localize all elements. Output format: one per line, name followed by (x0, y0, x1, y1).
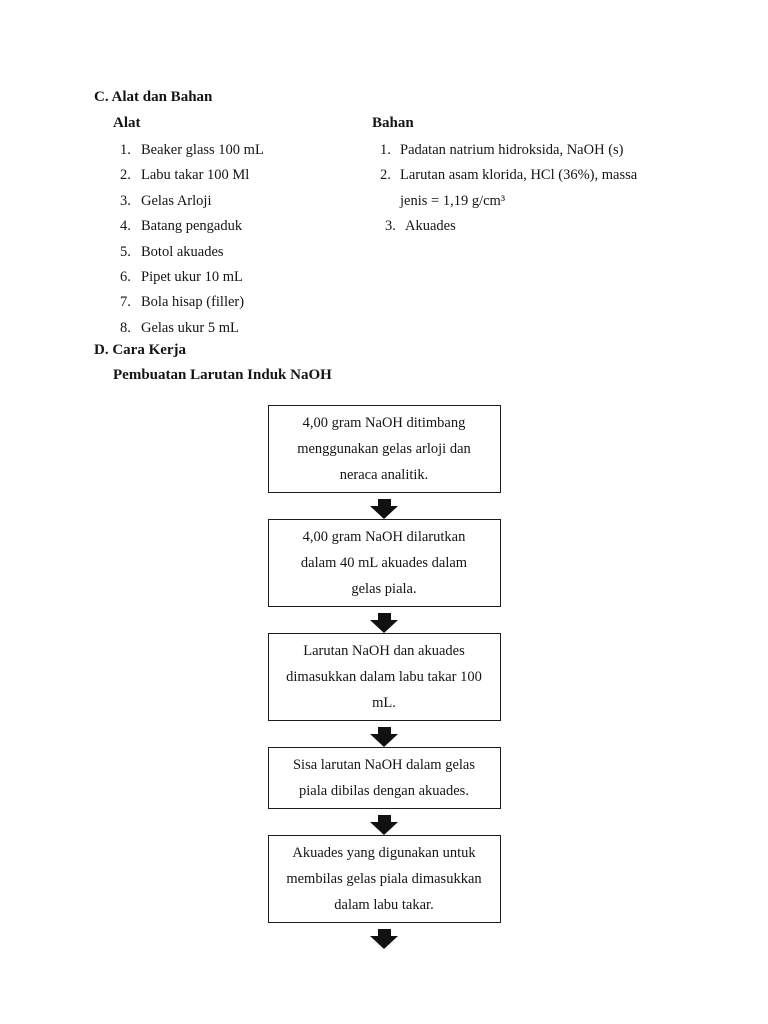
list-label: Labu takar 100 Ml (141, 167, 250, 184)
flow-step-text: menggunakan gelas arloji dan (297, 441, 471, 458)
flow-step-text: neraca analitik. (339, 467, 429, 484)
list-label: Gelas ukur 5 mL (141, 319, 239, 336)
list-item: 1. Padatan natrium hidroksida, NaOH (s) (372, 138, 732, 163)
list-number: 6. (120, 269, 131, 286)
flow-step-text: dimasukkan dalam labu takar 100 (286, 669, 482, 686)
flow-step-4: Sisa larutan NaOH dalam gelas piala dibi… (267, 747, 501, 810)
list-item: 2. Labu takar 100 Ml (113, 163, 372, 188)
flow-step-text: Akuades yang digunakan untuk (292, 845, 476, 862)
alat-bahan-columns: Alat 1. Beaker glass 100 mL 2. Labu takar … (113, 114, 768, 341)
flow-step-text: 4,00 gram NaOH ditimbang (302, 415, 466, 432)
flow-arrow-down-icon (370, 929, 398, 950)
list-label: Batang pengaduk (141, 218, 243, 235)
list-item: 2. Larutan asam klorida, HCl (36%), mass… (372, 163, 732, 214)
list-item: 8. Gelas ukur 5 mL (113, 316, 372, 341)
bahan-heading: Bahan (372, 115, 414, 131)
flow-step-5: Akuades yang digunakan untuk membilas ge… (267, 835, 501, 924)
flow-step-text: Larutan NaOH dan akuades (303, 643, 465, 660)
flow-step-text: dalam 40 mL akuades dalam (300, 555, 468, 572)
list-label: Padatan natrium hidroksida, NaOH (s) (400, 142, 624, 158)
section-heading-alat-dan-bahan: C. Alat dan Bahan (94, 89, 213, 105)
alat-heading: Alat (113, 115, 141, 131)
list-label: Pipet ukur 10 mL (141, 269, 243, 286)
list-label: Botol akuades (141, 243, 224, 260)
list-label: Gelas Arloji (141, 192, 212, 209)
list-number: 2. (120, 167, 131, 184)
list-number: 5. (120, 243, 131, 260)
section-heading-cara-kerja: D. Cara Kerja (94, 342, 187, 359)
list-label-continuation: jenis = 1,19 g/cm³ (400, 192, 506, 209)
flowchart: 4,00 gram NaOH ditimbang menggunakan gel… (0, 405, 768, 950)
list-label: Bola hisap (filler) (141, 294, 245, 311)
list-number: 1. (120, 142, 131, 158)
flow-step-1: 4,00 gram NaOH ditimbang menggunakan gel… (267, 405, 501, 494)
flow-arrow-down-icon (370, 613, 398, 634)
subheading-pembuatan-larutan: Pembuatan Larutan Induk NaOH (113, 367, 332, 384)
list-number: 1. (380, 142, 391, 158)
flow-arrow-down-icon (370, 499, 398, 520)
list-label: Akuades (405, 218, 456, 235)
flow-step-text: 4,00 gram NaOH dilarutkan (302, 529, 466, 546)
list-item: 3. Akuades (372, 214, 732, 239)
list-item: 7. Bola hisap (filler) (113, 290, 372, 315)
flow-step-text: dalam labu takar. (334, 897, 434, 914)
bahan-column: Bahan 1. Padatan natrium hidroksida, NaO… (372, 114, 732, 341)
alat-list: 1. Beaker glass 100 mL 2. Labu takar 100 M… (113, 138, 372, 341)
alat-column: Alat 1. Beaker glass 100 mL 2. Labu takar … (113, 114, 372, 341)
flow-step-text: piala dibilas dengan akuades. (299, 783, 469, 800)
flow-step-text: gelas piala. (351, 581, 417, 598)
list-number: 8. (120, 319, 131, 336)
flow-step-3: Larutan NaOH dan akuades dimasukkan dala… (267, 633, 501, 722)
flow-step-2: 4,00 gram NaOH dilarutkan dalam 40 mL ak… (267, 519, 501, 608)
list-item: 4. Batang pengaduk (113, 214, 372, 239)
flow-step-text: membilas gelas piala dimasukkan (286, 871, 482, 888)
list-label: Larutan asam klorida, HCl (36%), massa (400, 167, 638, 184)
flow-arrow-down-icon (370, 727, 398, 748)
list-item: 6. Pipet ukur 10 mL (113, 265, 372, 290)
list-number: 7. (120, 294, 131, 311)
flow-step-text: mL. (372, 695, 396, 712)
list-number: 2. (380, 167, 391, 184)
list-item: 5. Botol akuades (113, 240, 372, 265)
flow-step-text: Sisa larutan NaOH dalam gelas (292, 757, 475, 774)
list-label: Beaker glass 100 mL (141, 142, 264, 158)
flow-arrow-down-icon (370, 815, 398, 836)
list-number: 4. (120, 218, 131, 235)
list-number: 3. (385, 218, 396, 235)
list-number: 3. (120, 192, 131, 209)
list-item: 1. Beaker glass 100 mL (113, 138, 372, 163)
list-item: 3. Gelas Arloji (113, 189, 372, 214)
